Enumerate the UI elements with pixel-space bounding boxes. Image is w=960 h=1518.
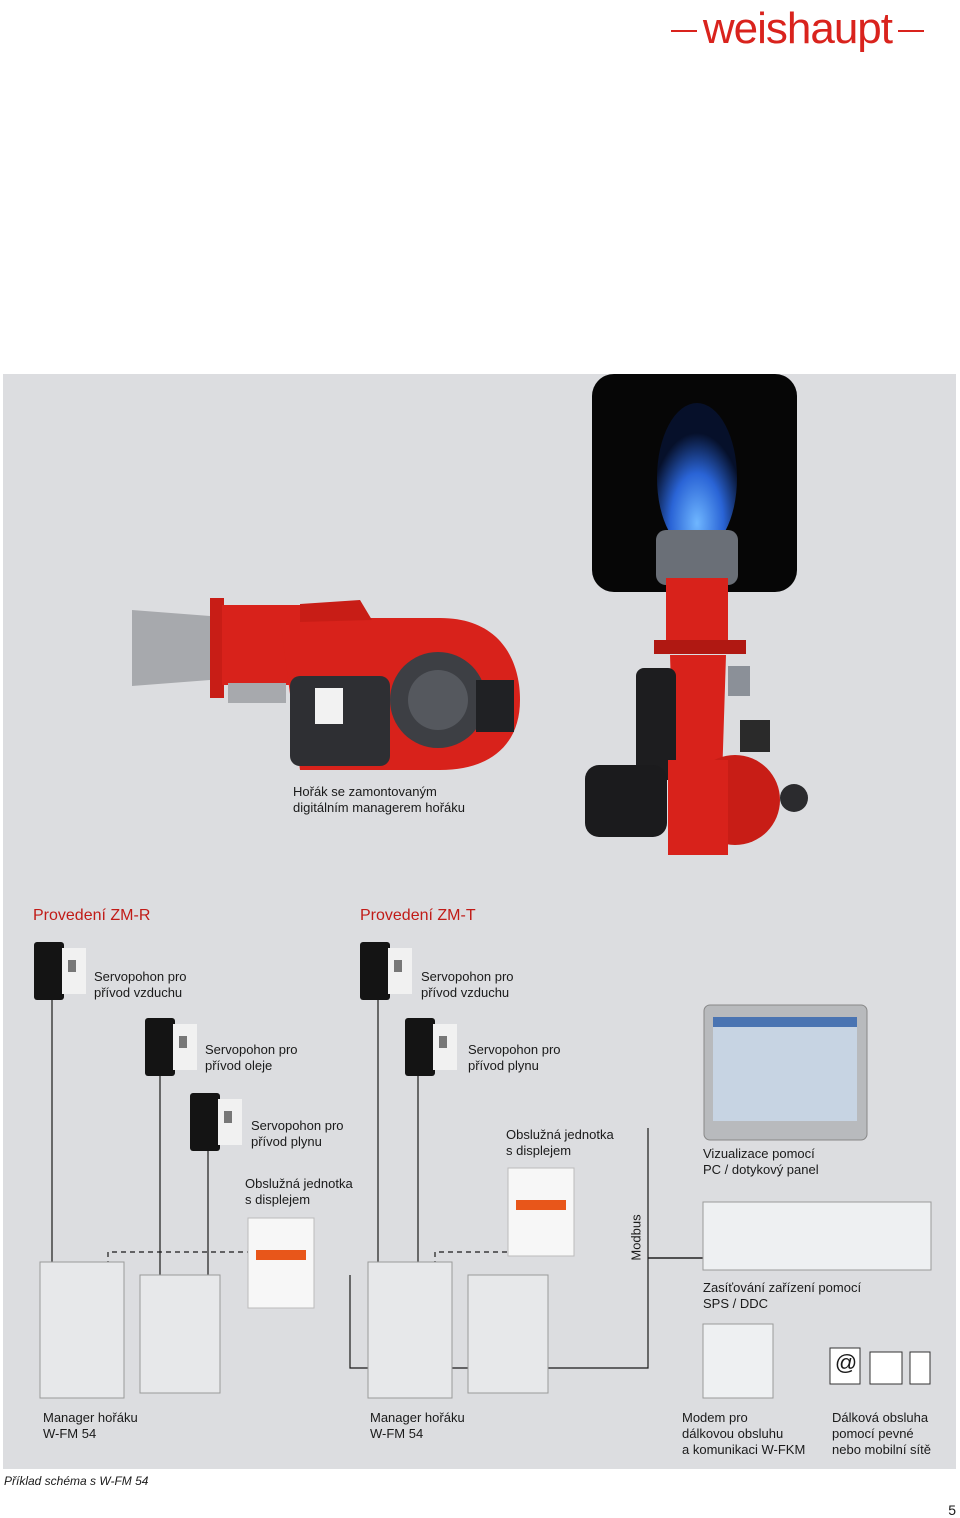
burner-manager-images [39,1261,549,1399]
modem-image [702,1323,774,1399]
zm-t-servo-gas-label: Servopohon pro přívod plynu [468,1042,561,1073]
vertical-burner-image [585,530,808,855]
dashed-connections [107,1251,508,1275]
figure-caption: Příklad schéma s W-FM 54 [4,1474,149,1488]
zm-r-title: Provedení ZM-R [33,907,151,924]
horizontal-burner-image [132,598,520,770]
plc-label: Zasíťování zařízení pomocí SPS / DDC [703,1280,862,1311]
weishaupt-logo: weishaupt [665,4,930,54]
page-number: 5 [948,1502,956,1518]
modem-label: Modem pro dálkovou obsluhu a komunikaci … [682,1410,806,1457]
servo-motor-icons [34,942,457,1151]
modbus-label: Modbus [628,1214,644,1261]
zm-t-servo-air-label: Servopohon pro přívod vzduchu [421,969,514,1000]
combustion-chamber-image [592,374,797,592]
zm-t-display-unit-label: Obslužná jednotka s displejem [506,1127,614,1158]
remote-icons [829,1347,931,1385]
zm-r-servo-oil-label: Servopohon pro přívod oleje [205,1042,298,1073]
touch-panel-image [703,1004,868,1141]
zm-r-servo-gas-label: Servopohon pro přívod plynu [251,1118,344,1149]
zm-r-display-unit-label: Obslužná jednotka s displejem [245,1176,353,1207]
plc-rack-image [702,1201,932,1271]
visualization-label: Vizualizace pomocí PC / dotykový panel [703,1146,819,1177]
at-sign-icon: @ [834,1350,858,1375]
remote-control-label: Dálková obsluha pomocí pevné nebo mobiln… [832,1410,932,1457]
logo-text: weishaupt [702,4,893,53]
zm-r-servo-air-label: Servopohon pro přívod vzduchu [94,969,187,1000]
wiring-lines [51,1000,703,1369]
zm-r-manager-label: Manager hořáku W-FM 54 [43,1410,138,1441]
display-unit-images [247,1167,575,1309]
zm-t-manager-label: Manager hořáku W-FM 54 [370,1410,465,1441]
burner-caption: Hořák se zamontovaným digitálním manager… [293,784,465,815]
zm-t-title: Provedení ZM-T [360,907,476,924]
